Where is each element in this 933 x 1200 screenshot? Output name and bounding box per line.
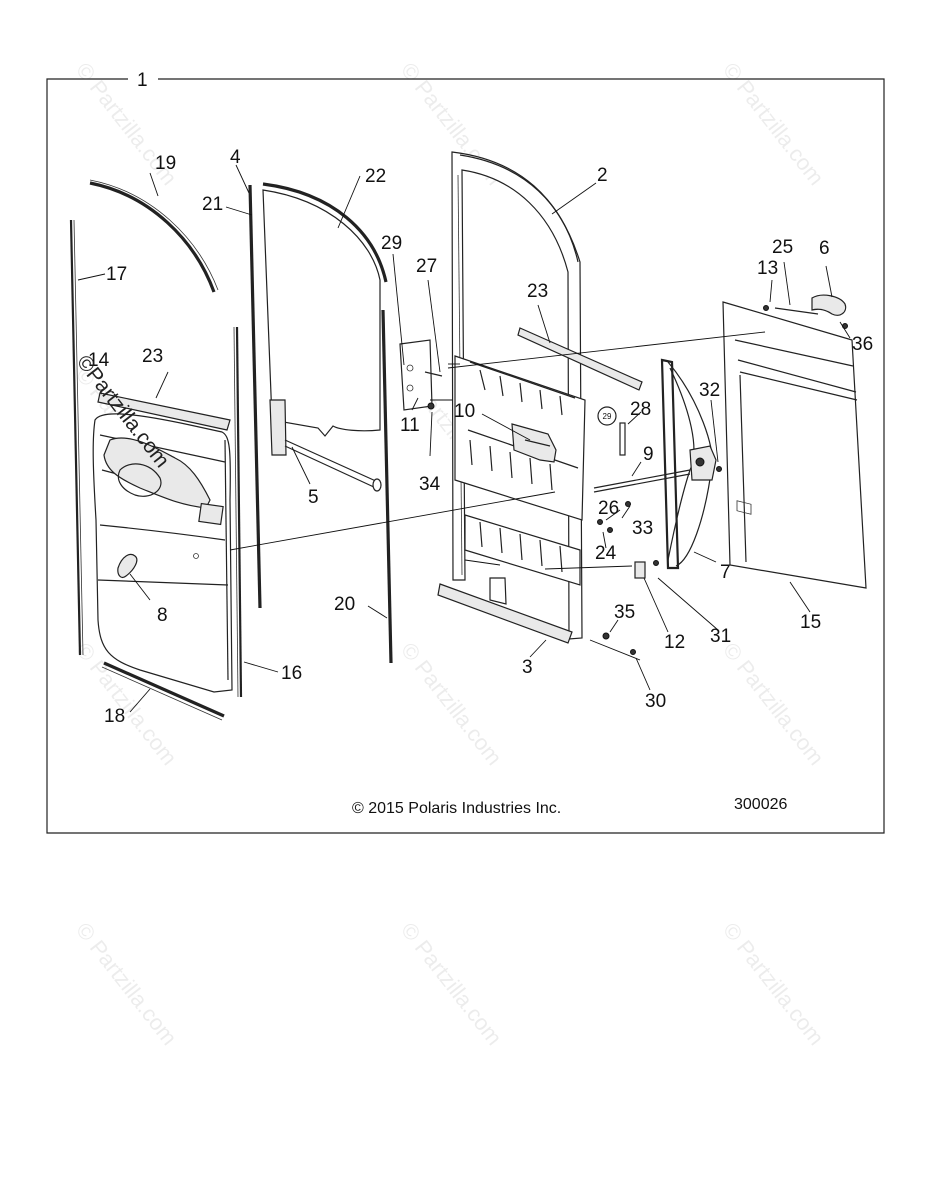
callout-16: 16 bbox=[281, 663, 302, 684]
part-14-inner-door-panel bbox=[92, 413, 233, 693]
callout-23a: 23 bbox=[142, 346, 163, 367]
part-6-outer-handle bbox=[763, 294, 848, 329]
callout-24: 24 bbox=[595, 543, 617, 564]
callout-19: 19 bbox=[155, 153, 176, 174]
callout-30: 30 bbox=[645, 691, 666, 712]
part-11-latch-bracket bbox=[399, 339, 443, 411]
callout-8: 8 bbox=[157, 605, 168, 626]
callout-2: 2 bbox=[597, 165, 608, 186]
callout-31: 31 bbox=[710, 626, 731, 647]
circle-tag: 29 bbox=[603, 412, 612, 421]
callout-36: 36 bbox=[852, 334, 873, 355]
callout-numbers: 2 3 4 5 6 7 8 9 10 11 12 13 14 15 16 17 … bbox=[88, 147, 873, 727]
callout-5: 5 bbox=[308, 487, 319, 508]
part-18-lower-trim bbox=[103, 661, 225, 718]
callout-10: 10 bbox=[454, 401, 475, 422]
watermark: © Partzilla.com bbox=[718, 918, 829, 1050]
callout-15: 15 bbox=[800, 612, 821, 633]
watermark: © Partzilla.com bbox=[71, 918, 182, 1050]
callout-6: 6 bbox=[819, 238, 830, 259]
watermark: © Partzilla.com bbox=[718, 58, 829, 190]
drawing-number: 300026 bbox=[734, 796, 787, 813]
explosion-lines bbox=[229, 331, 766, 661]
part-16-vertical-strip bbox=[235, 326, 243, 698]
callout-33: 33 bbox=[632, 518, 653, 539]
callout-29: 29 bbox=[381, 233, 402, 254]
callout-21: 21 bbox=[202, 194, 223, 215]
part-10-latch-assembly bbox=[511, 423, 557, 463]
part-23-left-trim bbox=[97, 392, 231, 431]
leader-lines bbox=[77, 164, 851, 713]
part-19-upper-trim bbox=[89, 181, 216, 293]
callout-26: 26 bbox=[598, 498, 619, 519]
part-7-window-regulator bbox=[660, 358, 722, 570]
callout-32: 32 bbox=[699, 380, 720, 401]
diagram-frame bbox=[46, 78, 885, 834]
part-8-door-handle bbox=[117, 553, 138, 579]
part-22-door-glass bbox=[262, 182, 388, 437]
callout-14: 14 bbox=[88, 350, 110, 371]
fasteners-group bbox=[593, 422, 691, 655]
callout-28: 28 bbox=[630, 399, 651, 420]
callout-4: 4 bbox=[230, 147, 241, 168]
callout-25: 25 bbox=[772, 237, 793, 258]
part-23-right-trim bbox=[517, 327, 643, 391]
callout-11: 11 bbox=[400, 415, 420, 436]
callout-35: 35 bbox=[614, 602, 635, 623]
callout-18: 18 bbox=[104, 706, 125, 727]
watermark: © Partzilla.com bbox=[718, 638, 829, 770]
callout-3: 3 bbox=[522, 657, 533, 678]
part-21-vertical-seal bbox=[248, 184, 262, 609]
callout-20: 20 bbox=[334, 594, 355, 615]
part-17-left-strip bbox=[69, 219, 82, 656]
part-20-vertical-seal bbox=[381, 309, 393, 664]
callout-circle bbox=[597, 406, 617, 426]
callout-17: 17 bbox=[106, 264, 127, 285]
callout-7: 7 bbox=[720, 562, 731, 583]
callout-22: 22 bbox=[365, 166, 386, 187]
part-15-outer-panel bbox=[722, 301, 867, 589]
copyright-text: © 2015 Polaris Industries Inc. bbox=[352, 800, 561, 817]
watermark: © Partzilla.com bbox=[396, 918, 507, 1050]
callout-27: 27 bbox=[416, 256, 437, 277]
callout-13: 13 bbox=[757, 258, 778, 279]
callout-34: 34 bbox=[419, 474, 441, 495]
part-3-bottom-sill bbox=[437, 583, 573, 644]
part-2-door-frame bbox=[451, 151, 586, 640]
watermark: © Partzilla.com bbox=[396, 638, 507, 770]
callout-12: 12 bbox=[664, 632, 685, 653]
frame-label: 1 bbox=[137, 70, 148, 91]
callout-9: 9 bbox=[643, 444, 654, 465]
callout-23b: 23 bbox=[527, 281, 548, 302]
part-5-glass-channel bbox=[269, 399, 382, 492]
